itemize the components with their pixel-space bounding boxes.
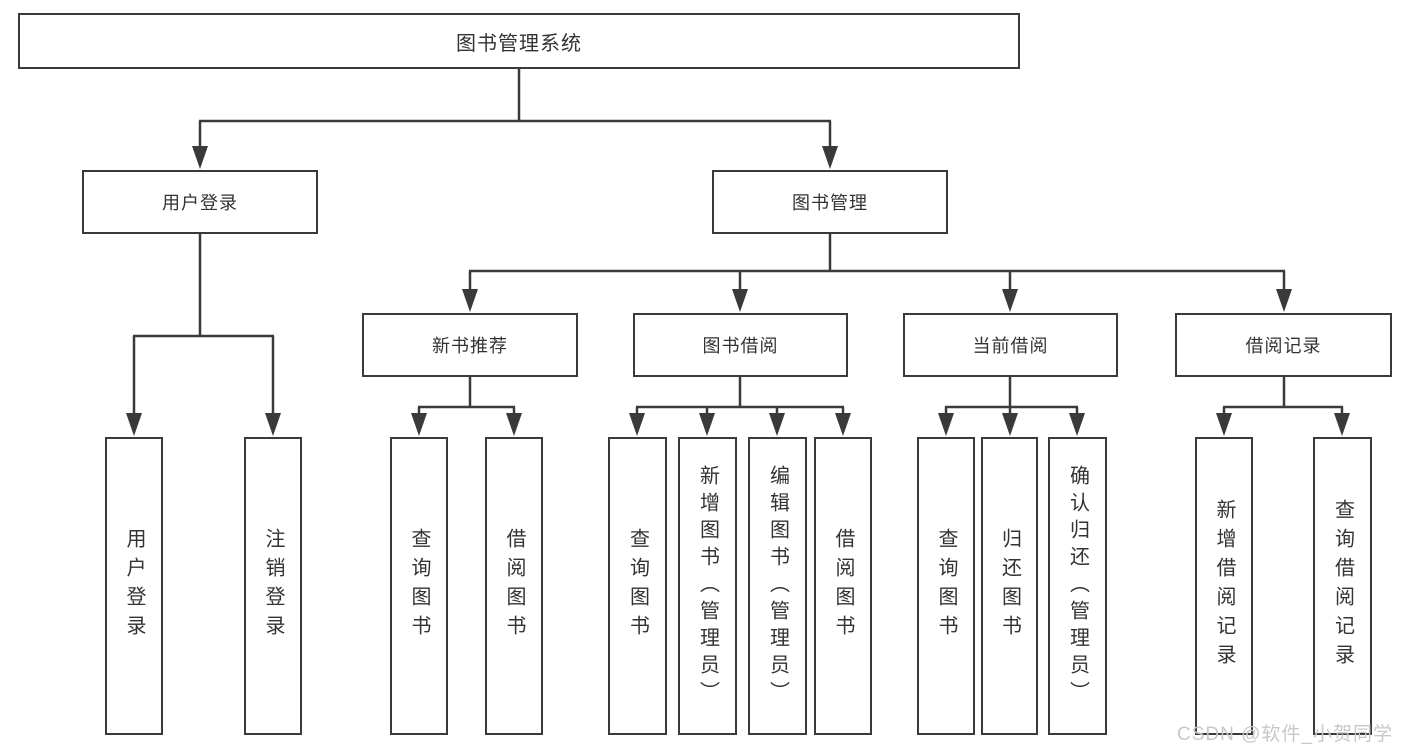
connector-root-to-level2 (192, 69, 838, 169)
connector-book-mgmt-children (462, 234, 1292, 312)
node-library-management-system: 图书管理系统 (18, 13, 1020, 69)
leaf-query-book-recommend: 查询图书 (390, 437, 448, 735)
connector-new-book-children (411, 377, 522, 436)
node-book-borrowing: 图书借阅 (633, 313, 848, 377)
leaf-borrow-book-recommend: 借阅图书 (485, 437, 543, 735)
leaf-edit-book-admin: 编辑图书（管理员） (748, 437, 807, 735)
node-current-borrowing: 当前借阅 (903, 313, 1118, 377)
leaf-return-book: 归还图书 (981, 437, 1038, 735)
node-book-management: 图书管理 (712, 170, 948, 234)
node-borrowing-records: 借阅记录 (1175, 313, 1392, 377)
leaf-query-borrow-record: 查询借阅记录 (1313, 437, 1372, 735)
leaf-confirm-return-admin: 确认归还（管理员） (1048, 437, 1107, 735)
leaf-add-book-admin: 新增图书（管理员） (678, 437, 737, 735)
leaf-logout: 注销登录 (244, 437, 302, 735)
connector-current-borrow-children (938, 377, 1085, 436)
node-user-login: 用户登录 (82, 170, 318, 234)
leaf-add-borrow-record: 新增借阅记录 (1195, 437, 1253, 735)
leaf-query-book-current: 查询图书 (917, 437, 975, 735)
node-new-book-recommend: 新书推荐 (362, 313, 578, 377)
connector-borrow-record-children (1216, 377, 1350, 436)
csdn-watermark: CSDN @软件_小贺同学 (1177, 724, 1393, 745)
leaf-query-book-borrowing: 查询图书 (608, 437, 667, 735)
leaf-user-login: 用户登录 (105, 437, 163, 735)
leaf-borrow-book: 借阅图书 (814, 437, 872, 735)
connector-user-login-children (126, 234, 281, 436)
connector-book-borrow-children (629, 377, 851, 436)
